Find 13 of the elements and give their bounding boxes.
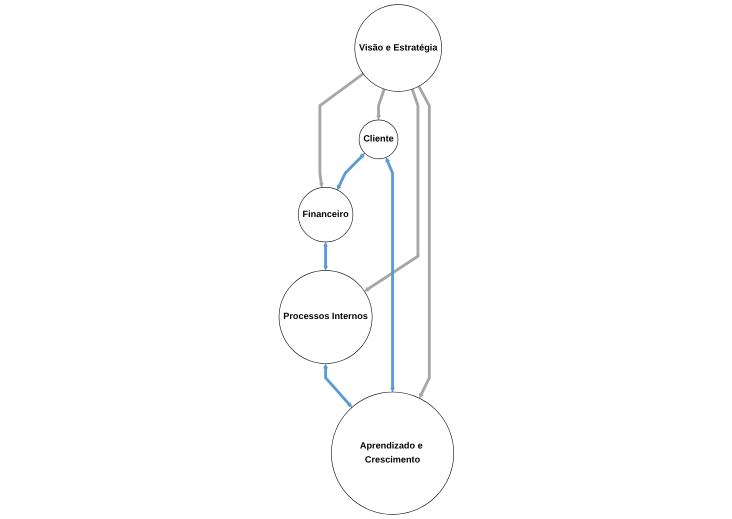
arrow [322,242,328,271]
node-circle: Visão e Estratégia [354,4,442,92]
node-circle: Financeiro [298,187,353,242]
arrow [364,88,419,292]
node-circle: Cliente [358,120,398,160]
node-circle: Aprendizado e Crescimento [330,392,454,515]
arrow [322,364,352,408]
arrow [318,72,364,188]
arrow [376,88,386,120]
arrow [336,153,365,190]
node-circle: Processos Internos [278,270,372,364]
arrow [417,86,430,398]
arrow [385,157,395,392]
